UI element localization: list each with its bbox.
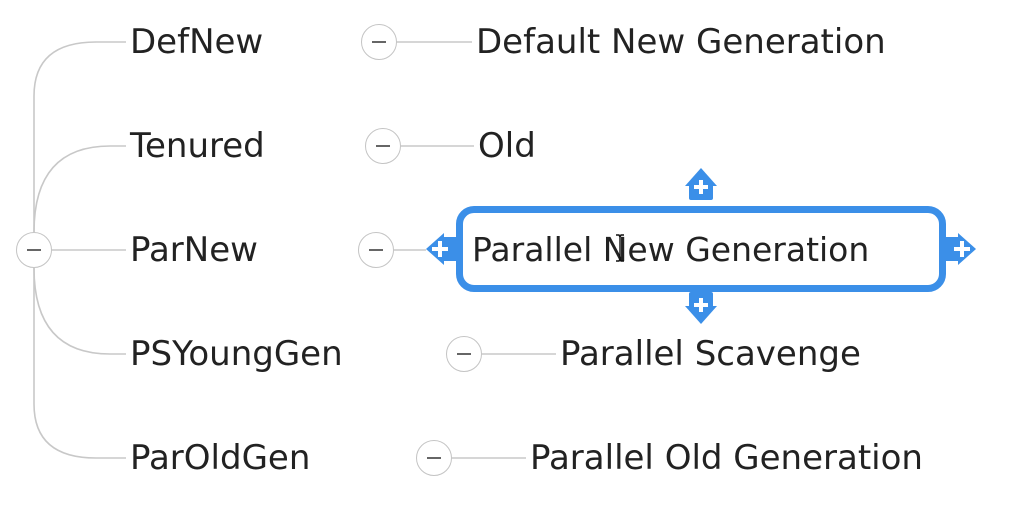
minus-icon [369,249,383,251]
collapse-button-tenured[interactable] [365,128,401,164]
plus-icon [426,233,458,265]
minus-icon [27,249,41,251]
branch-key-defnew[interactable]: DefNew [130,22,264,62]
selected-node-box[interactable] [456,206,946,292]
branch-value-paroldgen[interactable]: Parallel Old Generation [530,438,923,478]
minus-icon [427,457,441,459]
root-collapse-button[interactable] [16,232,52,268]
plus-icon [685,168,717,200]
branch-value-tenured[interactable]: Old [478,126,536,166]
collapse-button-paroldgen[interactable] [416,440,452,476]
collapse-button-defnew[interactable] [361,24,397,60]
branch-connector-tenured [33,145,126,233]
add-parent-handle[interactable] [683,166,719,202]
branch-value-parnew[interactable]: Parallel New Generation [472,230,870,269]
add-child-handle-right[interactable] [942,231,978,267]
collapse-button-psyounggen[interactable] [446,336,482,372]
branch-connector-paroldgen [33,268,126,459]
branch-key-parnew[interactable]: ParNew [130,230,258,270]
branch-value-defnew[interactable]: Default New Generation [476,22,886,62]
collapse-button-parnew[interactable] [358,232,394,268]
add-child-handle-bottom[interactable] [683,290,719,326]
text-cursor-icon [616,234,624,262]
add-sibling-handle-left[interactable] [424,231,460,267]
branch-key-psyounggen[interactable]: PSYoungGen [130,334,343,374]
branch-connector-defnew [33,41,126,232]
minus-icon [372,41,386,43]
branch-key-tenured[interactable]: Tenured [130,126,265,166]
minus-icon [457,353,471,355]
branch-connector-psyounggen [33,267,126,355]
branch-value-psyounggen[interactable]: Parallel Scavenge [560,334,861,374]
minus-icon [376,145,390,147]
plus-icon [944,233,976,265]
branch-key-paroldgen[interactable]: ParOldGen [130,438,311,478]
plus-icon [685,292,717,324]
